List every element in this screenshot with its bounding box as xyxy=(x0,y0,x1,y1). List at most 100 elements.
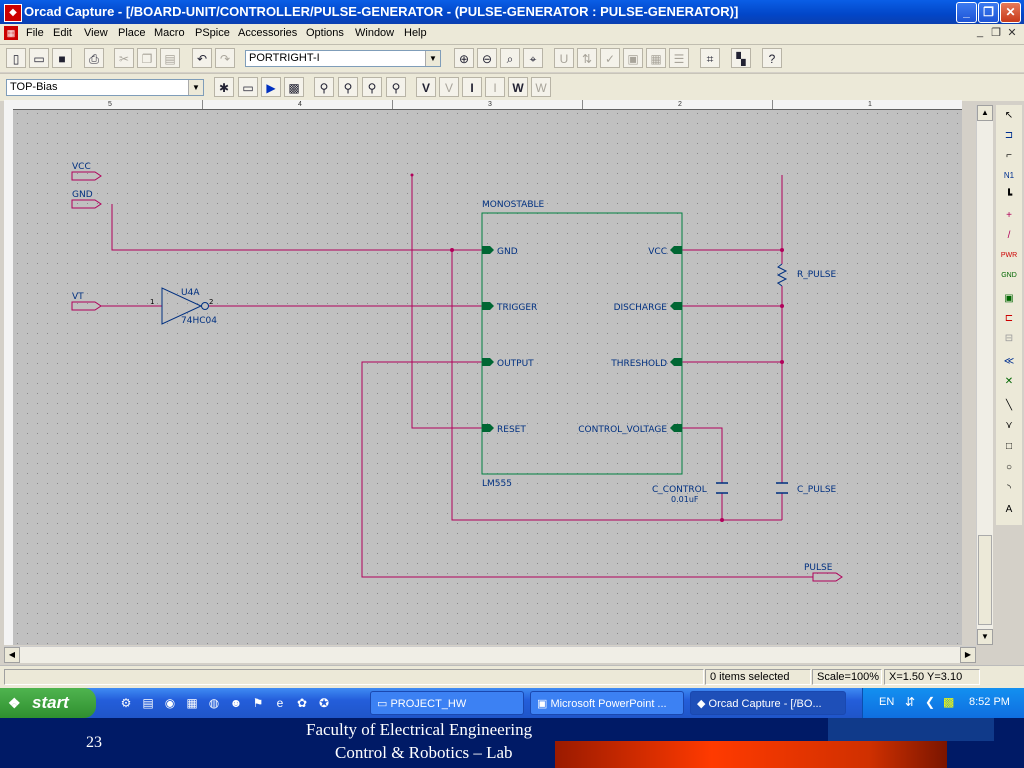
quicklaunch-icon[interactable]: ✪ xyxy=(318,696,330,710)
internet-explorer-icon[interactable]: e xyxy=(276,696,284,710)
chevron-down-icon[interactable]: ▼ xyxy=(188,80,203,95)
zoom-all-icon[interactable]: ⌖ xyxy=(523,48,543,68)
menu-pspice[interactable]: PSpice xyxy=(195,27,230,39)
scroll-right-icon[interactable]: ▶ xyxy=(960,647,976,663)
chevron-down-icon[interactable]: ▼ xyxy=(425,51,440,66)
selected-power-icon[interactable]: W xyxy=(531,77,551,97)
place-arc-icon[interactable]: ◝ xyxy=(1007,483,1011,494)
document-icon[interactable]: ▦ xyxy=(4,26,18,40)
quicklaunch-icon[interactable]: ⚙ xyxy=(120,696,132,710)
selected-voltage-icon[interactable]: V xyxy=(439,77,459,97)
place-off-page-connector-icon[interactable]: ≪ xyxy=(1003,356,1015,367)
menu-place[interactable]: Place xyxy=(118,27,146,39)
place-ground-icon[interactable]: GND xyxy=(1001,272,1017,279)
restore-button[interactable]: ❐ xyxy=(978,2,999,23)
selected-current-icon[interactable]: I xyxy=(485,77,505,97)
scroll-left-icon[interactable]: ◀ xyxy=(4,647,20,663)
edit-simulation-settings-icon[interactable]: ▭ xyxy=(238,77,258,97)
view-simulation-results-icon[interactable]: ▩ xyxy=(284,77,304,97)
annotate-icon[interactable]: U xyxy=(554,48,574,68)
resistor-r-pulse[interactable] xyxy=(776,263,788,287)
place-ellipse-icon[interactable]: ○ xyxy=(1005,462,1013,473)
menu-help[interactable]: Help xyxy=(404,27,427,39)
place-bus-entry-icon[interactable]: / xyxy=(1007,230,1011,241)
place-part-icon[interactable]: ⊐ xyxy=(1004,130,1014,141)
bill-of-materials-icon[interactable]: ☰ xyxy=(669,48,689,68)
scroll-up-icon[interactable]: ▲ xyxy=(977,105,993,121)
menu-view[interactable]: View xyxy=(84,27,108,39)
ic-pin-trigger[interactable]: TRIGGER xyxy=(496,303,537,313)
task-project-hw[interactable]: ▭ PROJECT_HW xyxy=(370,691,524,715)
project-manager-icon[interactable]: ▚ xyxy=(731,48,751,68)
schematic-canvas[interactable]: D C B xyxy=(4,109,962,645)
ic-pin-control-voltage[interactable]: CONTROL_VOLTAGE xyxy=(578,425,667,435)
mdi-restore-button[interactable]: ❐ xyxy=(991,27,1001,39)
print-icon[interactable]: ⎙ xyxy=(84,48,104,68)
place-rectangle-icon[interactable]: □ xyxy=(1005,441,1013,452)
menu-macro[interactable]: Macro xyxy=(154,27,185,39)
ic-pin-threshold[interactable]: THRESHOLD xyxy=(610,359,667,369)
menu-window[interactable]: Window xyxy=(355,27,395,39)
place-junction-icon[interactable]: + xyxy=(1006,210,1012,221)
menu-options[interactable]: Options xyxy=(306,27,344,39)
task-powerpoint[interactable]: ▣ Microsoft PowerPoint ... xyxy=(530,691,684,715)
capacitor-c-control[interactable] xyxy=(716,482,728,494)
language-indicator[interactable]: EN xyxy=(879,696,895,708)
schematic-drawing[interactable]: D C B xyxy=(13,109,962,645)
orcad-app-icon[interactable]: ◆ xyxy=(4,4,22,22)
place-net-alias-icon[interactable]: N1 xyxy=(1003,171,1015,180)
paste-icon[interactable]: ▤ xyxy=(160,48,180,68)
snap-to-grid-icon[interactable]: ⌗ xyxy=(700,48,720,68)
part-combo[interactable]: PORTRIGHT-I ▼ xyxy=(245,50,441,67)
current-marker-icon[interactable]: ⚲ xyxy=(362,77,382,97)
capacitor-c-pulse[interactable] xyxy=(776,482,788,494)
menu-edit[interactable]: Edit xyxy=(53,27,72,39)
quicklaunch-icon[interactable]: ⚑ xyxy=(252,696,264,710)
cross-reference-icon[interactable]: ▦ xyxy=(646,48,666,68)
title-bar[interactable]: ◆ Orcad Capture - [/BOARD-UNIT/CONTROLLE… xyxy=(0,0,1024,24)
task-orcad-capture[interactable]: ◆ Orcad Capture - [/BO... xyxy=(690,691,846,715)
mdi-close-button[interactable]: ✕ xyxy=(1007,27,1017,39)
zoom-in-icon[interactable]: ⊕ xyxy=(454,48,474,68)
menu-file[interactable]: File xyxy=(26,27,44,39)
bias-current-icon[interactable]: I xyxy=(462,77,482,97)
close-button[interactable]: ✕ xyxy=(1000,2,1021,23)
new-icon[interactable]: ▯ xyxy=(6,48,26,68)
tray-app-icon[interactable]: ▩ xyxy=(943,695,955,709)
quicklaunch-icon[interactable]: ▤ xyxy=(142,696,154,710)
zoom-area-icon[interactable]: ⌕ xyxy=(500,48,520,68)
place-line-icon[interactable]: ╲ xyxy=(1005,400,1013,411)
quicklaunch-icon[interactable]: ◍ xyxy=(208,696,220,710)
power-marker-icon[interactable]: ⚲ xyxy=(386,77,406,97)
drc-icon[interactable]: ✓ xyxy=(600,48,620,68)
simulation-profile-combo[interactable]: TOP-Bias ▼ xyxy=(6,79,204,96)
start-button[interactable]: ❖ start xyxy=(0,688,96,718)
quicklaunch-icon[interactable]: ✿ xyxy=(296,696,308,710)
lm555-body[interactable] xyxy=(481,212,683,475)
quicklaunch-icon[interactable]: ▦ xyxy=(186,696,198,710)
bias-voltage-icon[interactable]: V xyxy=(416,77,436,97)
copy-icon[interactable]: ❐ xyxy=(137,48,157,68)
place-power-icon[interactable]: PWR xyxy=(1000,252,1018,259)
network-icon[interactable]: ⇵ xyxy=(905,695,916,709)
ic-pin-output[interactable]: OUTPUT xyxy=(497,359,534,369)
place-bus-icon[interactable]: ┗ xyxy=(1005,190,1013,201)
run-icon[interactable]: ▶ xyxy=(261,77,281,97)
ic-pin-reset[interactable]: RESET xyxy=(497,425,526,435)
mdi-minimize-button[interactable]: _ xyxy=(976,26,984,38)
media-player-icon[interactable]: ◉ xyxy=(164,696,176,710)
vertical-scroll-thumb[interactable] xyxy=(978,535,992,625)
place-no-connect-icon[interactable]: ✕ xyxy=(1004,376,1014,387)
place-polyline-icon[interactable]: ⋎ xyxy=(1005,420,1013,431)
new-simulation-profile-icon[interactable]: ✱ xyxy=(214,77,234,97)
horizontal-scrollbar[interactable]: ◀ ▶ xyxy=(4,646,976,663)
back-annotate-icon[interactable]: ⇅ xyxy=(577,48,597,68)
ic-pin-vcc[interactable]: VCC xyxy=(648,247,667,257)
undo-icon[interactable]: ↶ xyxy=(192,48,212,68)
place-wire-icon[interactable]: ⌐ xyxy=(1006,150,1012,161)
netlist-icon[interactable]: ▣ xyxy=(623,48,643,68)
place-text-icon[interactable]: A xyxy=(1005,504,1013,515)
minimize-button[interactable]: _ xyxy=(956,2,977,23)
bias-power-icon[interactable]: W xyxy=(508,77,528,97)
place-hierarchical-pin-icon[interactable]: ⊟ xyxy=(1004,333,1014,344)
